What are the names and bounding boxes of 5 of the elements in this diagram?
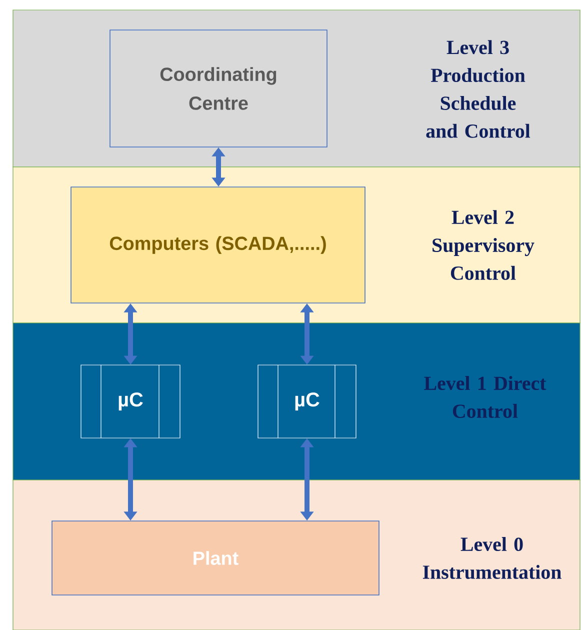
process-box: Coordinating Centre (110, 30, 328, 148)
process-box: Plant (52, 520, 380, 596)
controller-box: µC (258, 364, 356, 438)
controller-box: µC (80, 364, 180, 438)
process-box: Computers (SCADA,.....) (70, 186, 366, 304)
